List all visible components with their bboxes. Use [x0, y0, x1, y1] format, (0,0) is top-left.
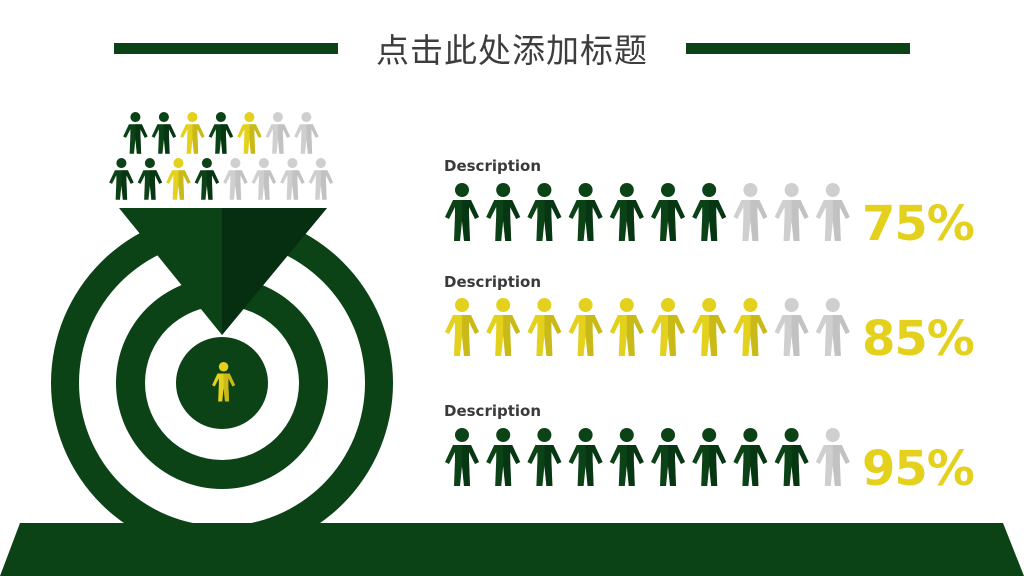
person-icon — [527, 298, 562, 356]
person-icon — [445, 298, 479, 356]
row-2-people — [445, 298, 850, 356]
page-title: 点击此处添加标题 — [376, 31, 648, 70]
person-icon — [445, 183, 479, 241]
row-3-percent: 95% — [862, 441, 975, 497]
person-icon — [609, 298, 644, 356]
person-icon — [651, 183, 685, 241]
row-2-percent: 85% — [862, 311, 975, 367]
person-icon — [815, 298, 850, 356]
person-icon — [251, 158, 277, 200]
funnel-icon — [119, 208, 327, 335]
person-icon — [568, 428, 603, 486]
person-icon — [733, 298, 768, 356]
center-person — [212, 362, 236, 402]
person-icon — [651, 298, 685, 356]
person-icon — [733, 183, 768, 241]
person-icon — [815, 183, 850, 241]
person-icon — [166, 158, 191, 200]
title-bar-right — [686, 43, 910, 54]
person-icon — [651, 428, 685, 486]
person-icon — [609, 428, 644, 486]
person-icon — [151, 112, 177, 154]
person-icon — [774, 298, 809, 356]
person-icon — [223, 158, 248, 200]
person-icon — [123, 112, 148, 154]
person-icon — [692, 298, 727, 356]
row-1-label: Description — [444, 157, 542, 175]
person-icon — [137, 158, 163, 200]
person-icon — [774, 183, 809, 241]
person-icon — [527, 428, 562, 486]
person-icon — [180, 112, 205, 154]
funnel-people — [109, 112, 334, 200]
title-bar-left — [114, 43, 338, 54]
floor-base — [0, 523, 1024, 576]
person-icon — [568, 298, 603, 356]
row-3-people — [445, 428, 850, 486]
person-icon — [486, 428, 521, 486]
person-icon — [815, 428, 850, 486]
row-1-percent: 75% — [862, 196, 975, 252]
person-icon — [568, 183, 603, 241]
person-icon — [280, 158, 305, 200]
person-icon — [109, 158, 134, 200]
person-icon — [486, 183, 521, 241]
person-icon — [212, 362, 236, 402]
person-icon — [445, 428, 479, 486]
person-icon — [527, 183, 562, 241]
person-icon — [194, 158, 220, 200]
person-icon — [486, 298, 521, 356]
person-icon — [692, 183, 727, 241]
person-icon — [265, 112, 291, 154]
row-1-people — [445, 183, 850, 241]
row-3-label: Description — [444, 402, 542, 420]
person-icon — [774, 428, 809, 486]
person-icon — [308, 158, 334, 200]
person-icon — [692, 428, 727, 486]
person-icon — [237, 112, 262, 154]
person-icon — [208, 112, 234, 154]
row-2-label: Description — [444, 273, 542, 291]
person-icon — [609, 183, 644, 241]
person-icon — [733, 428, 768, 486]
person-icon — [294, 112, 319, 154]
